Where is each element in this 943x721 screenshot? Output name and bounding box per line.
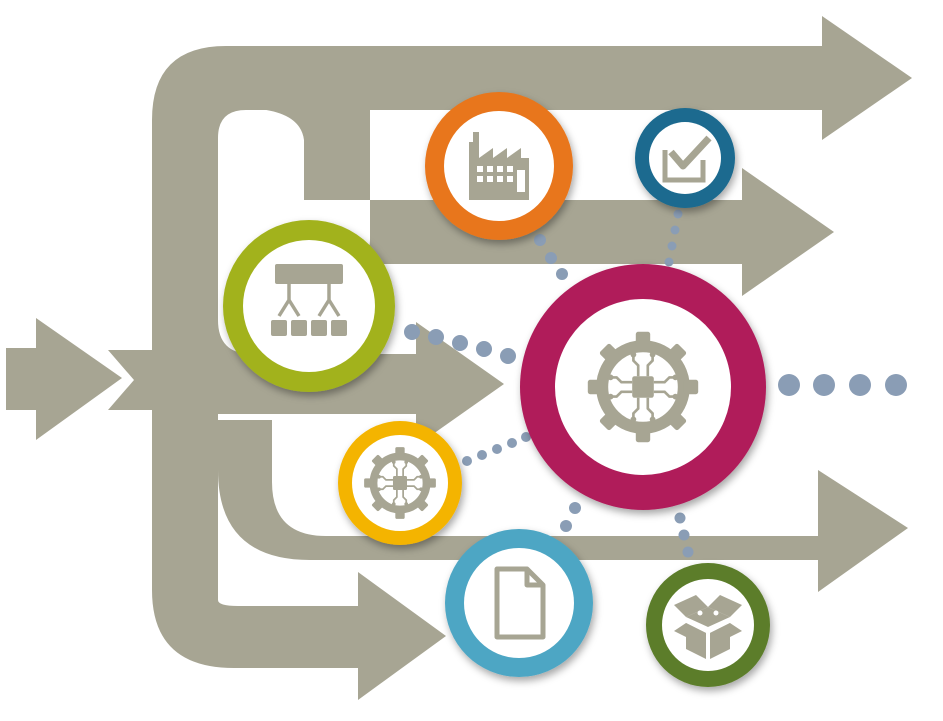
factory-node (425, 92, 573, 240)
checkbox-node (635, 108, 735, 208)
top-output-arrow (152, 16, 912, 380)
fourth-output-arrow (218, 420, 908, 592)
hierarchy-node (223, 220, 395, 392)
dots-factory-to-hub (534, 234, 568, 280)
splitter-wedge (108, 350, 152, 410)
circuit-gear-icon (588, 332, 698, 442)
open-box-icon (674, 595, 742, 659)
dots-checkbox-to-hub (664, 209, 683, 267)
document-node (445, 529, 593, 677)
dots-gear-to-hub (462, 432, 531, 466)
checkbox-icon (662, 135, 712, 183)
incoming-arrow (6, 318, 122, 440)
dots-document-to-hub (560, 502, 581, 532)
gear-node (338, 421, 462, 545)
circuit-gear-icon (364, 447, 436, 519)
hub-node (520, 264, 766, 510)
bottom-output-arrow (152, 380, 446, 700)
dots-box-to-hub (674, 512, 694, 558)
dotted-connectors (404, 209, 907, 558)
factory-icon (469, 132, 529, 200)
box-node (646, 563, 770, 687)
hierarchy-icon (271, 264, 347, 336)
dots-hierarchy-to-hub (404, 324, 516, 364)
dots-hub-output (778, 374, 907, 396)
document-icon (494, 566, 546, 640)
third-output-arrow (218, 320, 504, 446)
